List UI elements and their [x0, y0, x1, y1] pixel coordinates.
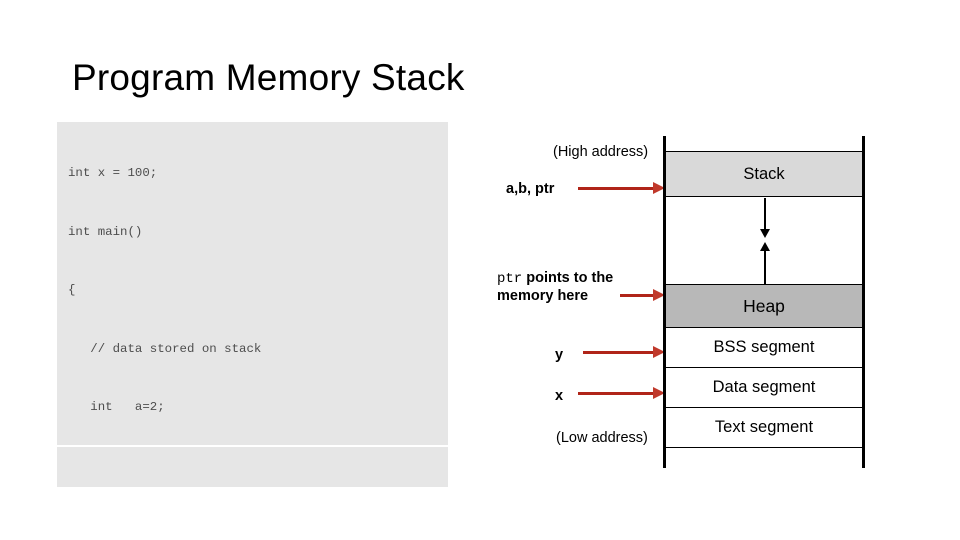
annotation-label-heap-text: points to the memory here: [497, 270, 614, 304]
code-listing-tail: return 1; }: [57, 447, 448, 487]
code-line: int a=2;: [68, 400, 165, 414]
low-address-caption: (Low address): [556, 430, 648, 446]
diagram-right-rail: [862, 136, 865, 468]
heap-grows-up-arrow-icon: [760, 242, 770, 284]
memory-segment-heap: Heap: [666, 284, 862, 328]
annotation-label-stack: a,b, ptr: [506, 181, 555, 197]
annotation-arrow-bss-icon: [583, 345, 665, 359]
annotation-arrow-heap-icon: [620, 288, 665, 302]
annotation-label-bss: y: [555, 347, 564, 363]
annotation-arrow-data-icon: [578, 386, 665, 400]
code-line: int x = 100;: [68, 166, 158, 180]
code-listing-main: int x = 100; int main() { // data stored…: [57, 122, 448, 445]
code-line: {: [68, 283, 76, 297]
code-line: // data stored on stack: [68, 341, 262, 356]
diagram-left-rail: [663, 136, 666, 468]
memory-segment-data: Data segment: [666, 368, 862, 408]
memory-segment-bss: BSS segment: [666, 328, 862, 368]
stack-grows-down-arrow-icon: [760, 198, 770, 238]
annotation-label-data: x: [555, 388, 564, 404]
memory-segment-stack: Stack: [666, 151, 862, 197]
high-address-caption: (High address): [553, 144, 649, 160]
annotation-label-heap-mono: ptr: [497, 271, 523, 287]
memory-segment-text: Text segment: [666, 408, 862, 448]
code-line: int main(): [68, 224, 143, 239]
memory-segment-blank: [666, 448, 862, 468]
page-title: Program Memory Stack: [72, 57, 465, 98]
annotation-label-heap: ptr points to the memory here: [497, 270, 617, 305]
annotation-arrow-stack-icon: [578, 181, 665, 195]
memory-layout-diagram: Stack Heap BSS segment Data segment Text…: [663, 136, 865, 468]
